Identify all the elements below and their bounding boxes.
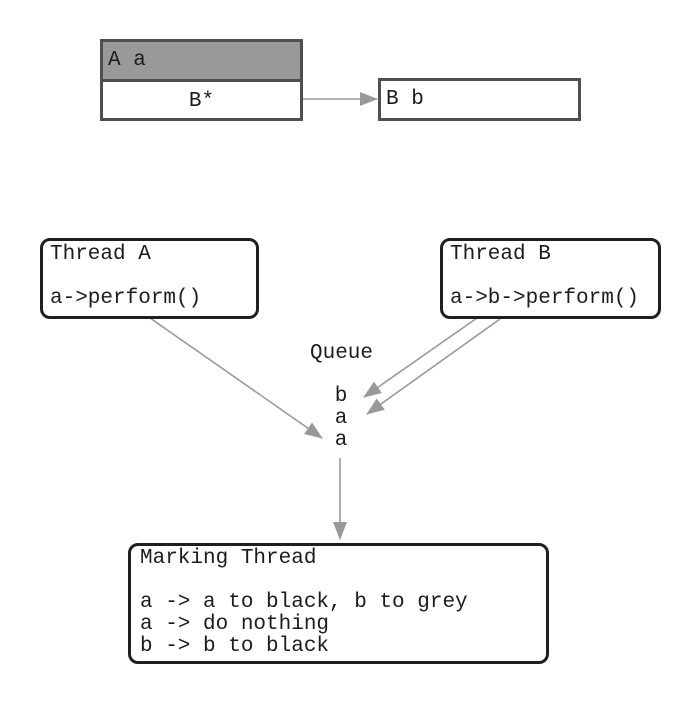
thread-a-title: Thread A <box>50 243 151 266</box>
thread-b-title: Thread B <box>450 243 551 266</box>
thread-a-box: Thread A a->perform() <box>40 238 259 319</box>
queue-item: b <box>334 385 348 408</box>
heap-object-a-pointer-field: B* <box>103 82 300 121</box>
queue-item: a <box>334 407 348 430</box>
thread-b-code: a->b->perform() <box>450 287 640 310</box>
heap-object-a-header: A a <box>103 42 300 82</box>
marking-thread-title: Marking Thread <box>140 547 317 570</box>
marking-thread-box: Marking Thread a -> a to black, b to gre… <box>128 543 549 664</box>
arrow-threadA-to-queue <box>149 317 323 439</box>
thread-b-box: Thread B a->b->perform() <box>440 238 661 319</box>
heap-object-a: A a B* <box>100 39 303 121</box>
arrow-threadB-to-queue-1 <box>363 317 478 398</box>
queue-item: a <box>334 429 348 452</box>
queue-label: Queue <box>310 342 374 365</box>
heap-object-a-pointer-label: B* <box>188 90 215 113</box>
heap-object-b: B b <box>378 78 581 121</box>
heap-object-b-label: B b <box>386 88 424 111</box>
heap-object-a-label: A a <box>108 49 146 72</box>
marking-thread-spacer <box>140 570 546 592</box>
marking-rule: a -> do nothing <box>140 613 330 636</box>
marking-rule: a -> a to black, b to grey <box>140 591 468 614</box>
thread-a-spacer <box>50 266 249 288</box>
arrow-threadB-to-queue-2 <box>366 318 501 415</box>
thread-b-spacer <box>450 266 651 288</box>
marking-rule: b -> b to black <box>140 635 330 658</box>
thread-a-code: a->perform() <box>50 287 202 310</box>
queue-items: b a a <box>328 386 354 452</box>
